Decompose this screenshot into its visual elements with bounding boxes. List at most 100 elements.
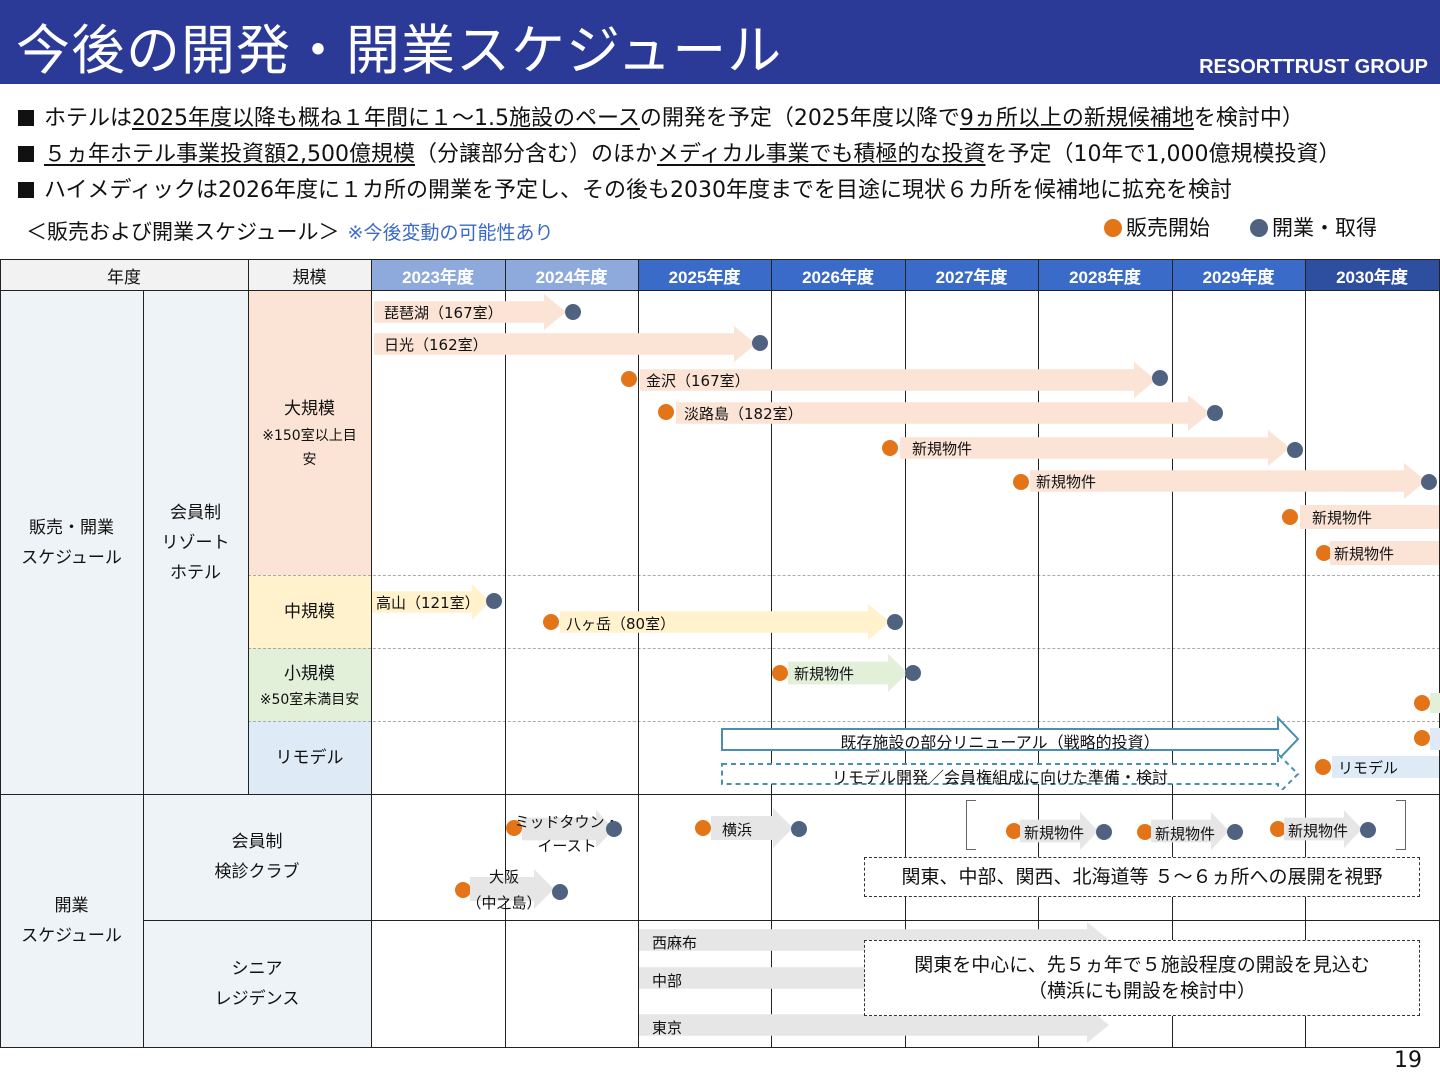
sale-dot [658, 404, 674, 420]
grid-line [1305, 259, 1306, 1048]
bar-yokohama-label: 横浜 [722, 821, 753, 839]
open-section-label: 開業 スケジュール [21, 896, 122, 946]
sale-dot [1006, 823, 1022, 839]
orange-dot-icon [1104, 219, 1122, 237]
schedule-subheading: ＜販売および開業スケジュール＞※今後変動の可能性あり [26, 220, 554, 244]
page-number: 19 [1394, 1048, 1422, 1073]
sale-dot [506, 820, 522, 836]
grid-line [371, 259, 372, 1048]
grid-line [0, 259, 1, 1048]
bar-biwako-label: 琵琶湖（167室） [384, 304, 503, 322]
title-bar: 今後の開発・開業スケジュール RESORTTRUST GROUP [0, 0, 1440, 84]
header-2029: 2029年度 [1172, 259, 1305, 291]
open-dot [905, 665, 921, 681]
header-2028: 2028年度 [1038, 259, 1172, 291]
open-dot [552, 884, 568, 900]
sales-section-label: 販売・開業 スケジュール [21, 517, 122, 568]
open-dot [752, 335, 768, 351]
bar-remodel-2 [1430, 728, 1440, 750]
member-resort-label: 会員制 リゾート ホテル [161, 502, 230, 583]
bar-tokyo-label: 東京 [652, 1019, 683, 1037]
open-dot [1227, 824, 1243, 840]
bar-remodel [1332, 756, 1439, 778]
bar-small-new-label: 新規物件 [794, 665, 855, 683]
sale-dot [1137, 824, 1153, 840]
senior-plan-box: 関東を中心に、先５ヵ年で５施設程度の開設を見込む （横浜にも開設を検討中） [864, 940, 1420, 1016]
medium-scale-bg [248, 575, 371, 648]
sale-dot [455, 882, 471, 898]
sale-dot [1315, 759, 1331, 775]
bar-remodel-label: リモデル [1338, 759, 1399, 777]
sale-dot [695, 820, 711, 836]
page-title: 今後の開発・開業スケジュール [16, 19, 783, 82]
grid-line [1038, 259, 1039, 1048]
blue-dot-icon [1250, 219, 1268, 237]
bar-clinic-new-2-label: 新規物件 [1155, 825, 1216, 843]
open-dot [606, 821, 622, 837]
bullet-2: ５ヵ年ホテル事業投資額2,500億規模（分譲部分含む）のほかメディカル事業でも積… [18, 136, 1340, 168]
bar-clinic-new-3-label: 新規物件 [1288, 822, 1349, 840]
remodel-prep-label: リモデル開発／会員権組成に向けた準備・検討 [831, 768, 1168, 787]
clinic-label: 会員制 検診クラブ [214, 832, 300, 882]
open-dot [1207, 405, 1223, 421]
dashed-divider [248, 648, 1440, 649]
sale-dot [1414, 730, 1430, 746]
bracket-right [1396, 800, 1406, 850]
header-2026: 2026年度 [771, 259, 905, 291]
grid-line [248, 259, 249, 794]
large-scale-bg [248, 291, 371, 575]
bar-new-4-label: 新規物件 [1334, 545, 1395, 563]
grid-line [0, 1047, 1440, 1048]
senior-label: シニア レジデンス [214, 959, 300, 1009]
header-scale: 規模 [248, 259, 371, 291]
bar-awaji-label: 淡路島（182室） [684, 405, 803, 423]
bullet-1: ホテルは2025年度以降も概ね１年間に１～1.5施設のペースの開発を予定（202… [18, 100, 1304, 132]
legend-open: 開業・取得 [1250, 212, 1377, 242]
sale-dot [1282, 509, 1298, 525]
bar-new-4 [1330, 541, 1439, 565]
bar-new-2-label: 新規物件 [1036, 473, 1097, 491]
bar-osaka-label: 大阪 （中之島） [466, 868, 542, 912]
dashed-divider [248, 721, 1440, 722]
sale-dot [1316, 545, 1332, 561]
sale-dot [772, 665, 788, 681]
header-2027: 2027年度 [905, 259, 1038, 291]
header-2030: 2030年度 [1305, 259, 1439, 291]
bar-midtown-label: ミッドタウン・ イースト [514, 813, 620, 855]
bar-nikko-label: 日光（162室） [384, 336, 488, 354]
small-scale-label: 小規模 ※50室未満目安 [259, 663, 360, 708]
sale-dot [1414, 695, 1430, 711]
grid-line [0, 259, 1440, 260]
grid-line [143, 920, 1440, 921]
header-2023: 2023年度 [371, 259, 505, 291]
bar-new-3 [1300, 505, 1439, 529]
open-dot [1287, 442, 1303, 458]
sale-dot [1270, 821, 1286, 837]
renewal-label: 既存施設の部分リニューアル（戦略的投資） [840, 733, 1160, 752]
open-dot [1421, 474, 1437, 490]
open-dot [887, 614, 903, 630]
grid-line [638, 259, 639, 1048]
small-scale-bg [248, 648, 371, 721]
header-year: 年度 [0, 259, 248, 291]
open-dot [1152, 370, 1168, 386]
header-2025: 2025年度 [638, 259, 771, 291]
grid-line [1172, 259, 1173, 1048]
bar-clinic-new-1-label: 新規物件 [1024, 824, 1085, 842]
bar-yatsugatake-label: 八ヶ岳（80室） [566, 615, 676, 633]
bullet-3: ハイメディックは2026年度に１カ所の開業を予定し、その後も2030年度までを目… [18, 172, 1232, 204]
sale-dot [621, 371, 637, 387]
change-note: ※今後変動の可能性あり [347, 222, 554, 244]
grid-line [0, 290, 1440, 291]
legend-sale-start: 販売開始 [1104, 212, 1210, 242]
bar-kanazawa-label: 金沢（167室） [646, 372, 750, 390]
grid-line [505, 259, 506, 1048]
bar-chubu-label: 中部 [652, 972, 683, 990]
bar-nishiazabu-label: 西麻布 [652, 934, 698, 952]
sale-dot [1013, 474, 1029, 490]
bar-new-1-label: 新規物件 [912, 440, 973, 458]
bullet-square-icon [18, 110, 34, 126]
bracket-left [966, 800, 976, 850]
dashed-divider [248, 575, 1440, 576]
bullet-square-icon [18, 182, 34, 198]
